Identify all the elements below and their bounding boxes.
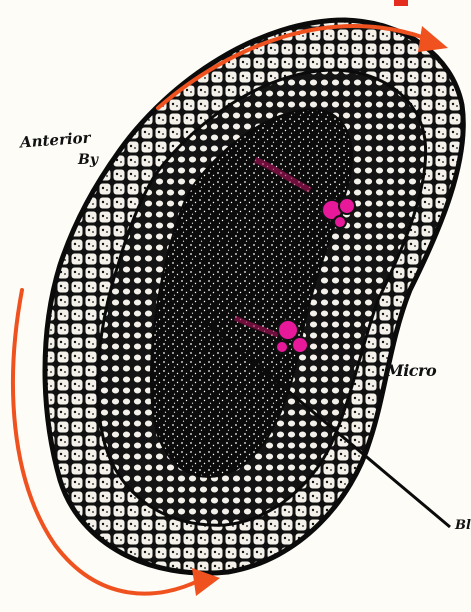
right-label: Micro (386, 363, 436, 379)
red-mark (394, 0, 408, 6)
anterior-label-line2: By (78, 153, 98, 167)
pointer-label: Bl (455, 519, 471, 532)
arrowhead-icon (418, 26, 448, 52)
